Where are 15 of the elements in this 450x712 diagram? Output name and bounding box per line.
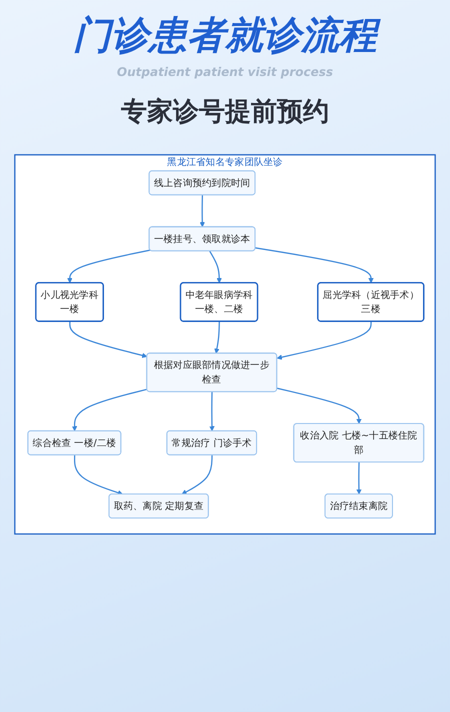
arrow [67,250,150,284]
arrow [200,195,205,228]
arrow [276,322,372,360]
arrow [74,455,123,496]
arrow [255,247,374,284]
arrow [209,250,222,284]
subtitle: Outpatient patient visit process [116,65,334,79]
arrow [209,392,215,432]
headline: 专家诊号提前预约 [121,96,329,129]
arrow [276,388,362,424]
arrow [72,388,148,432]
arrow [356,462,362,494]
arrow [214,322,220,354]
arrow [182,455,213,494]
arrow [69,322,148,358]
